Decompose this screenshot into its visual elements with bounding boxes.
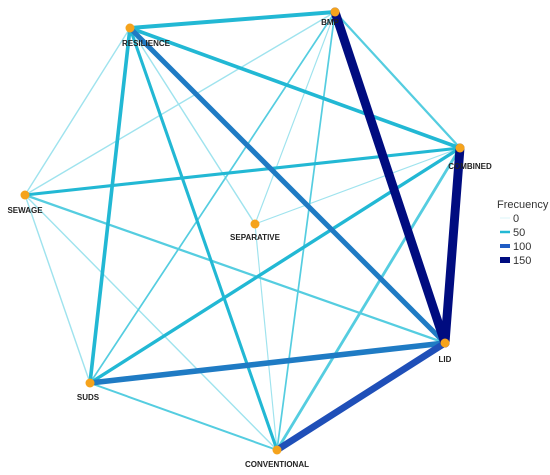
node-label-sewage: SEWAGE	[7, 206, 43, 215]
edge-resilience-combined	[128, 26, 462, 150]
node-label-resilience: RESILIENCE	[122, 39, 171, 48]
nodes-layer	[20, 7, 465, 455]
edge-sewage-lid	[23, 193, 447, 345]
edge-bmp-suds	[89, 11, 336, 384]
node-conventional	[272, 445, 282, 455]
edge-suds-lid	[87, 340, 448, 386]
node-label-conventional: CONVENTIONAL	[245, 460, 309, 469]
node-label-combined: COMBINED	[448, 162, 492, 171]
edge-bmp-conventional	[276, 11, 336, 451]
labels-layer: BMP RESILIENCE COMBINED SEWAGE SEPARATIVE LID…	[7, 18, 492, 469]
edge-sewage-suds	[24, 194, 91, 384]
legend: Frecuency 0 50 100 150	[497, 199, 549, 267]
node-resilience	[125, 23, 135, 33]
edge-bmp-combined	[333, 10, 462, 150]
edge-resilience-sewage	[24, 27, 131, 196]
edge-resilience-lid	[127, 25, 448, 346]
legend-label-50: 50	[513, 227, 525, 239]
edge-separative-conventional	[254, 223, 278, 451]
node-label-bmp: BMP	[321, 18, 339, 27]
legend-label-100: 100	[513, 241, 531, 253]
node-separative	[250, 219, 260, 229]
node-bmp	[330, 7, 340, 17]
edge-suds-combined	[88, 146, 462, 385]
node-lid	[440, 338, 450, 348]
edge-resilience-suds	[88, 26, 132, 385]
node-label-separative: SEPARATIVE	[230, 233, 281, 242]
node-combined	[455, 143, 465, 153]
edge-resilience-bmp	[128, 10, 337, 30]
edge-sewage-conventional	[24, 194, 278, 451]
legend-title: Frecuency	[497, 199, 549, 211]
edge-suds-conventional	[89, 382, 278, 451]
node-label-lid: LID	[439, 355, 452, 364]
edge-bmp-separative	[254, 11, 336, 225]
legend-label-150: 150	[513, 255, 531, 267]
edge-combined-lid	[440, 143, 465, 348]
edges-layer	[23, 7, 465, 454]
legend-label-0: 0	[513, 213, 519, 225]
node-suds	[85, 378, 95, 388]
edge-conventional-combined	[275, 146, 462, 452]
node-sewage	[20, 190, 30, 200]
edge-resilience-conventional	[128, 26, 279, 452]
edge-bmp-sewage	[24, 11, 336, 196]
edge-conventional-lid	[273, 339, 449, 454]
node-label-suds: SUDS	[77, 393, 100, 402]
edge-bmp-lid	[330, 7, 450, 348]
edge-resilience-separative	[129, 27, 256, 225]
edge-combined-separative	[254, 147, 461, 225]
